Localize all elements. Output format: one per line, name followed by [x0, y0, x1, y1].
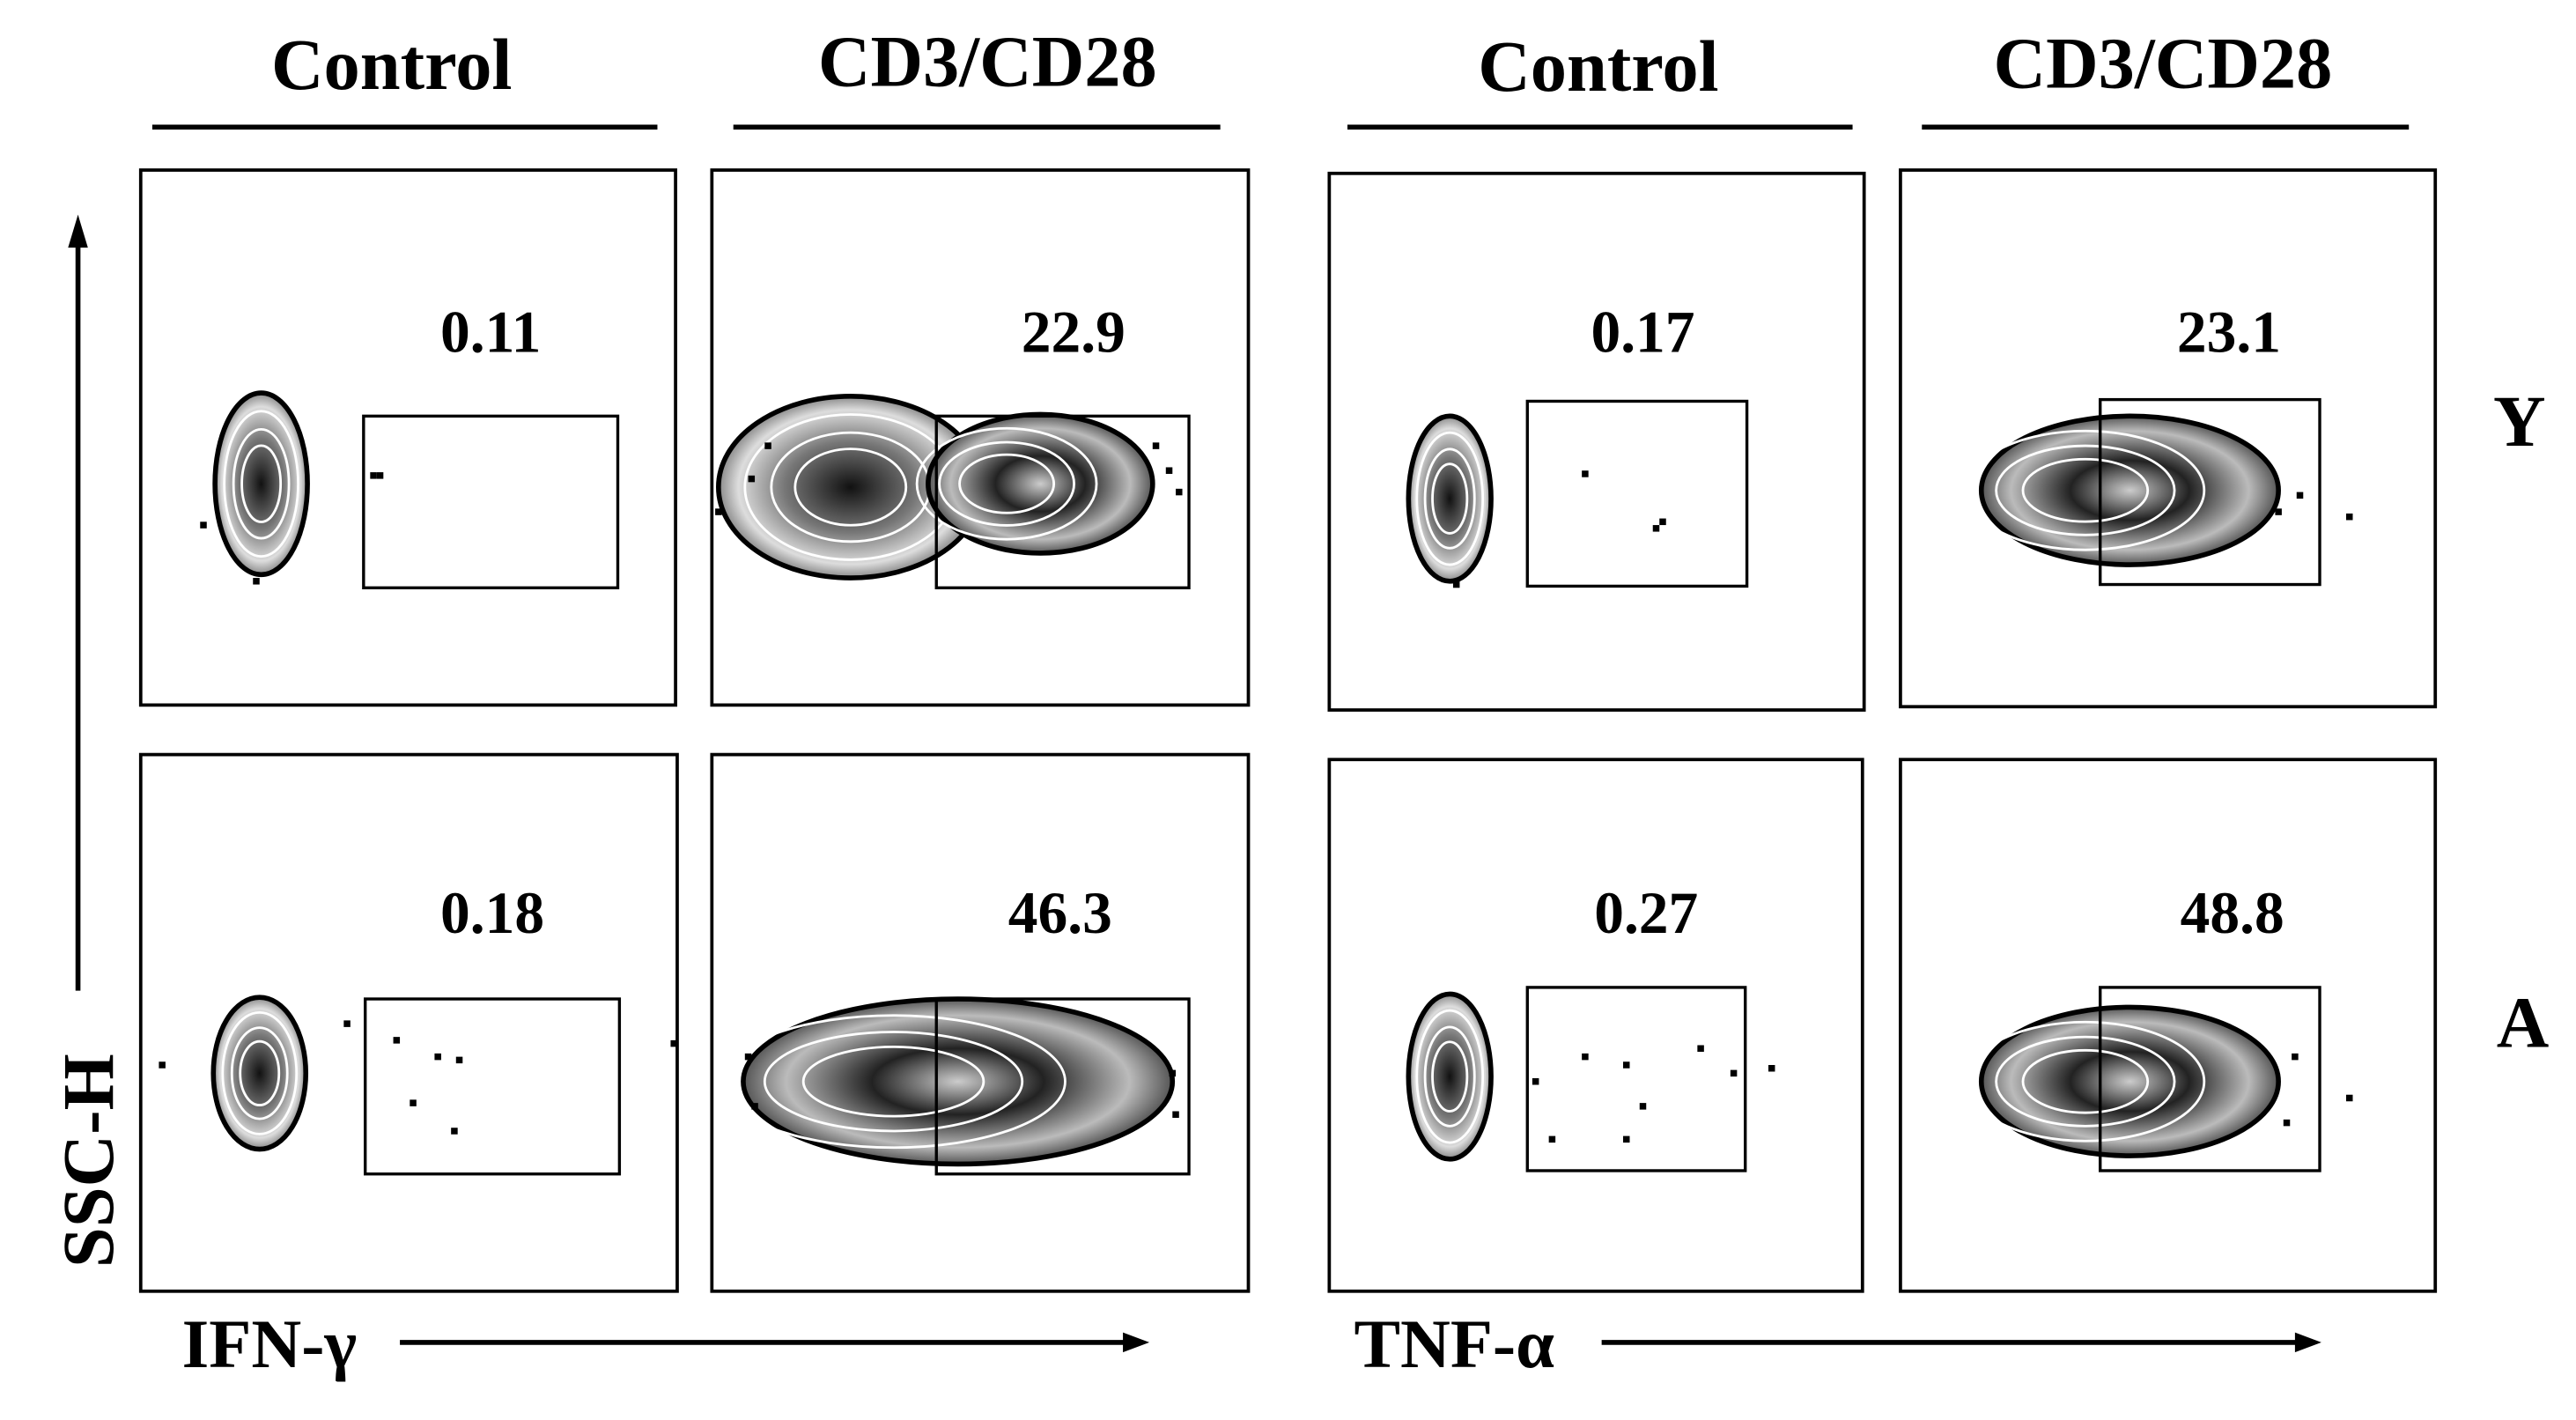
event-dot — [1165, 467, 1173, 474]
plot-panel: 0.18 — [138, 752, 679, 1293]
event-dot — [1172, 1111, 1179, 1118]
plot-panel: 0.27 — [1327, 758, 1864, 1293]
event-dot — [1730, 1069, 1738, 1077]
x-axis-label-tnf: TNF-α — [1354, 1306, 1554, 1383]
event-dot — [670, 1039, 677, 1047]
gate-percentage-label: 23.1 — [2177, 299, 2281, 365]
gate-percentage-label: 0.11 — [440, 299, 541, 365]
row-label-y: Y — [2493, 381, 2546, 462]
plot-panel: 23.1 — [1899, 168, 2438, 709]
gate-rectangle — [934, 997, 1191, 1176]
event-dot — [451, 1128, 458, 1135]
y-axis-arrow — [68, 214, 88, 991]
plot-panel: 48.8 — [1899, 758, 2438, 1293]
gate-rectangle — [364, 997, 622, 1176]
event-dot — [410, 1099, 417, 1106]
event-dot — [1582, 470, 1589, 477]
plot-panel: 0.11 — [138, 168, 677, 707]
event-dot — [253, 578, 260, 585]
gate-percentage-label: 46.3 — [1008, 880, 1112, 946]
row-label-a: A — [2497, 982, 2550, 1062]
event-dot — [1548, 1135, 1556, 1143]
event-dot — [370, 472, 377, 479]
gate-rectangle — [934, 414, 1191, 589]
gate-percentage-label: 0.17 — [1591, 299, 1694, 365]
cell-population-contour — [1965, 1004, 2281, 1158]
gate-percentage-label: 0.18 — [440, 880, 544, 946]
cell-population-contour — [212, 390, 310, 578]
event-dot — [1152, 442, 1160, 449]
panel-frame — [1327, 171, 1866, 712]
event-dot — [159, 1061, 166, 1069]
event-dot — [715, 508, 722, 515]
cell-population-contour — [915, 411, 1155, 556]
plot-panel: 22.9 — [710, 168, 1251, 707]
event-dot — [393, 1037, 401, 1044]
y-axis-label: SSC-H — [48, 1054, 129, 1268]
gate-percentage-label: 22.9 — [1022, 299, 1126, 365]
event-dot — [2283, 1119, 2291, 1127]
x-axis-label-ifn: IFN-γ — [182, 1306, 358, 1383]
event-dot — [1582, 1053, 1589, 1061]
event-dot — [2346, 1094, 2353, 1102]
event-dot — [1169, 1069, 1177, 1077]
event-dot — [376, 472, 384, 479]
column-header-cd3cd28-tnf: CD3/CD28 — [1994, 23, 2333, 103]
column-header-control-tnf: Control — [1478, 26, 1718, 107]
event-dot — [343, 1020, 351, 1027]
cell-population-contour — [1406, 991, 1494, 1162]
event-dot — [751, 1103, 758, 1110]
plot-panel: 46.3 — [710, 752, 1251, 1293]
event-dot — [744, 1053, 752, 1061]
event-dot — [455, 1056, 463, 1064]
event-dot — [2292, 1053, 2299, 1061]
gate-percentage-label: 0.27 — [1594, 880, 1698, 946]
panel-frame — [138, 752, 679, 1293]
column-header-cd3cd28-ifn: CD3/CD28 — [818, 21, 1157, 101]
gate-rectangle — [1525, 986, 1747, 1172]
event-dot — [2346, 513, 2353, 521]
panel-frame — [1327, 758, 1864, 1293]
gate-rectangle — [362, 414, 620, 589]
event-dot — [434, 1053, 441, 1061]
event-dot — [200, 521, 207, 529]
event-dot — [1176, 488, 1183, 496]
cell-population-contour — [1965, 413, 2281, 567]
gate-rectangle — [2099, 986, 2321, 1172]
gate-rectangle — [2099, 397, 2321, 587]
event-dot — [2275, 508, 2282, 515]
event-dot — [764, 442, 771, 449]
event-dot — [1623, 1135, 1630, 1143]
cell-population-contour — [210, 995, 309, 1152]
cell-population-contour — [720, 996, 1176, 1167]
panel-frame — [138, 168, 677, 707]
x-axis-arrow-tnf — [1601, 1332, 2321, 1353]
event-dot — [1768, 1065, 1775, 1072]
event-dot — [1639, 1103, 1647, 1110]
event-dot — [1659, 518, 1666, 526]
event-dot — [748, 475, 756, 483]
event-dot — [1452, 581, 1460, 588]
column-header-control-ifn: Control — [271, 25, 512, 105]
gate-percentage-label: 48.8 — [2181, 880, 2284, 946]
event-dot — [1652, 525, 1660, 532]
plot-panel: 0.17 — [1327, 171, 1866, 712]
event-dot — [2296, 492, 2304, 499]
cell-population-contour — [1406, 413, 1494, 584]
event-dot — [1623, 1061, 1630, 1069]
event-dot — [1532, 1077, 1539, 1085]
x-axis-arrow-ifn — [400, 1332, 1150, 1353]
event-dot — [1697, 1045, 1704, 1053]
gate-rectangle — [1525, 399, 1749, 588]
